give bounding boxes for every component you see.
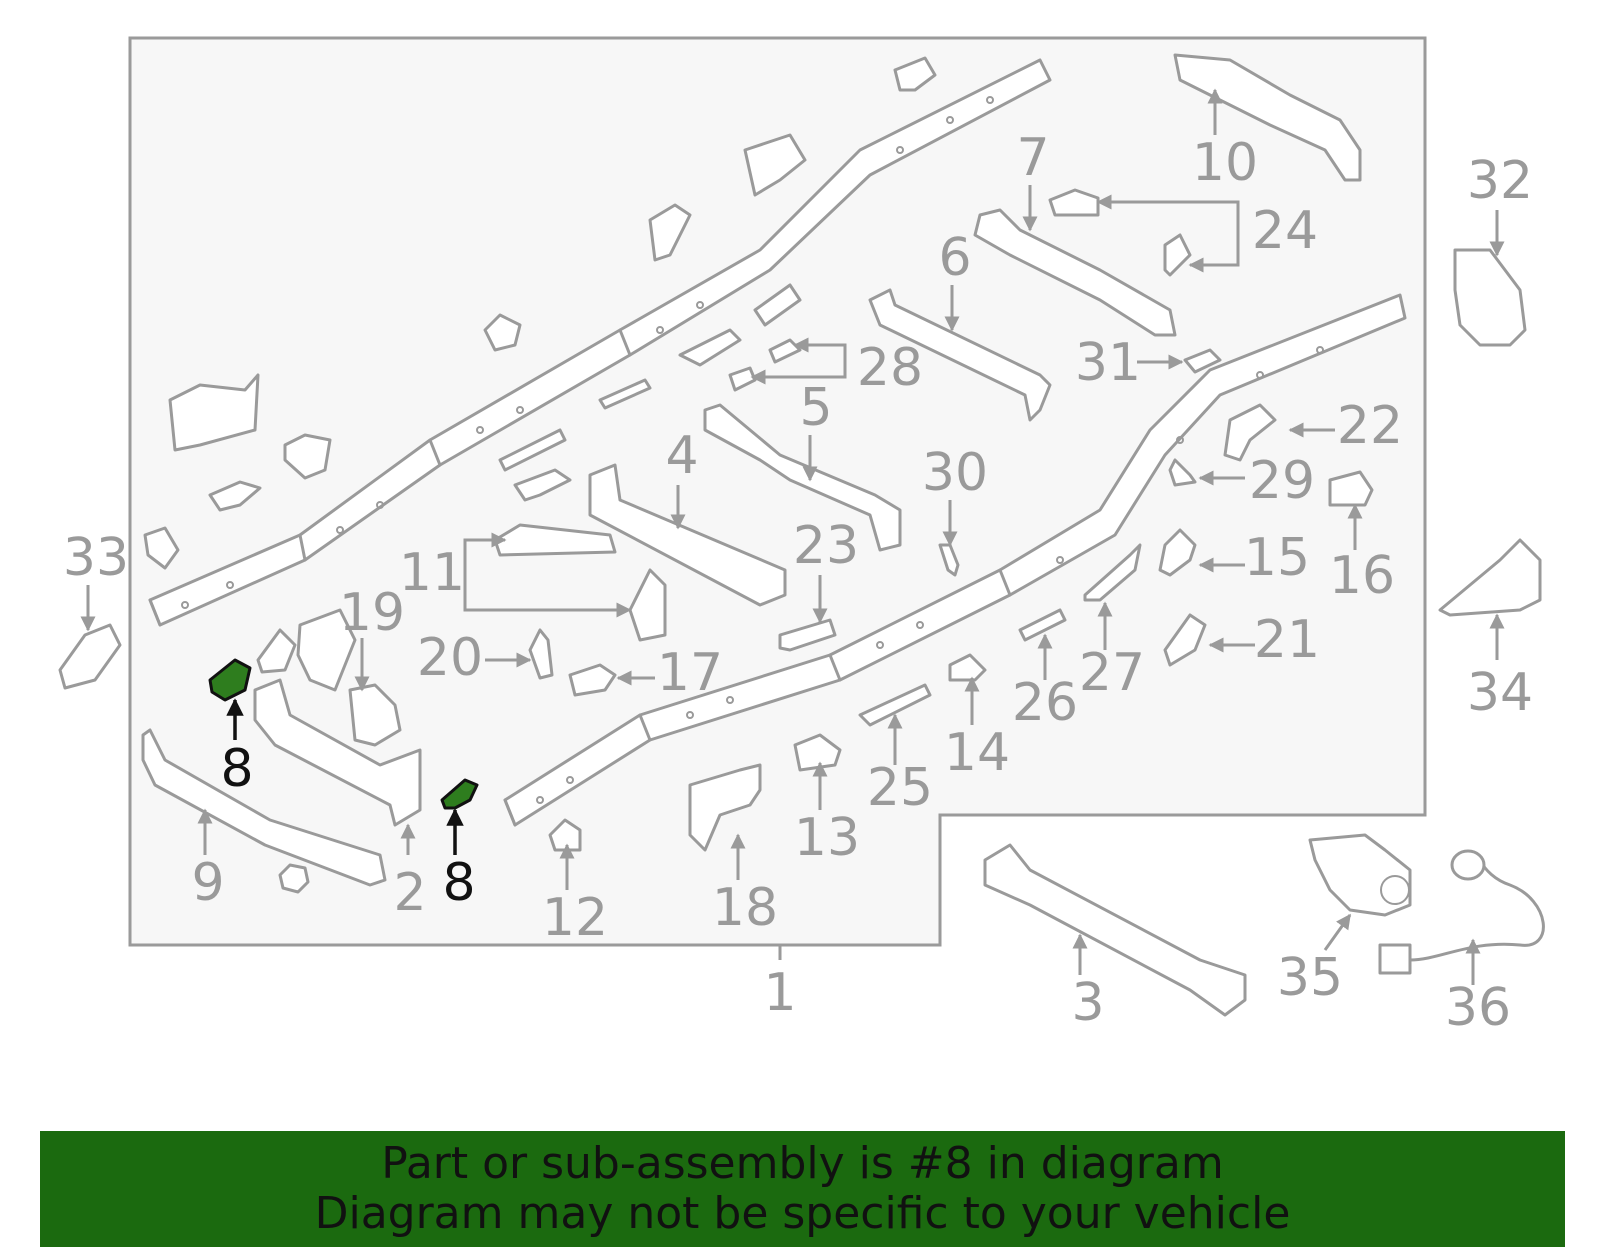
bracket-29[interactable] [1168, 458, 1197, 487]
banner-line-2: Diagram may not be specific to your vehi… [314, 1188, 1291, 1239]
bracket-upper-left-c[interactable] [483, 313, 522, 352]
crossmember-7[interactable] [973, 208, 1177, 337]
bracket-20[interactable] [528, 628, 554, 680]
bracket-upper-left-a[interactable] [168, 373, 260, 452]
callout-8-right: 8 [442, 853, 475, 913]
callout-14: 14 [944, 723, 1010, 783]
callout-20: 20 [417, 628, 483, 688]
bracket-13[interactable] [793, 733, 842, 772]
callout-33: 33 [63, 528, 129, 588]
callout-8-left: 8 [220, 739, 253, 799]
bracket-27[interactable] [1083, 543, 1142, 602]
bracket-upper-left-d[interactable] [648, 203, 692, 262]
bracket-mid-n[interactable] [498, 428, 567, 472]
callout-3: 3 [1071, 973, 1104, 1033]
highlighted-part-8-right[interactable] [440, 778, 479, 810]
callout-17: 17 [657, 643, 723, 703]
callout-34: 34 [1467, 663, 1533, 723]
callout-1: 1 [763, 963, 796, 1023]
callout-28: 28 [857, 338, 923, 398]
callout-23: 23 [793, 516, 859, 576]
bracket-34[interactable] [1438, 538, 1542, 617]
callout-31: 31 [1075, 333, 1141, 393]
crossmember-6[interactable] [868, 288, 1052, 422]
crossmember-3[interactable] [983, 843, 1247, 1017]
bracket-17[interactable] [568, 663, 617, 697]
bracket-19[interactable] [348, 683, 402, 747]
bracket-25[interactable] [858, 683, 932, 727]
bracket-mid-l[interactable] [753, 283, 802, 327]
nut-part[interactable] [278, 863, 310, 894]
bracket-mid-m[interactable] [598, 378, 652, 410]
callout-16: 16 [1329, 546, 1395, 606]
bracket-22[interactable] [1223, 403, 1277, 462]
highlighted-part-8-left[interactable] [208, 658, 252, 702]
crossmember-4[interactable] [588, 463, 787, 607]
bracket-16[interactable] [1328, 470, 1374, 507]
callout-6: 6 [938, 228, 971, 288]
front-crossmember-2[interactable] [253, 678, 422, 827]
bracket-mid-o[interactable] [513, 468, 572, 502]
bracket-left-g[interactable] [143, 526, 180, 570]
callout-30: 30 [922, 443, 988, 503]
callout-18: 18 [712, 878, 778, 938]
assembly-frame-outline [128, 36, 1427, 947]
harness-connector-35[interactable] [1308, 833, 1412, 917]
callout-36: 36 [1445, 978, 1511, 1038]
callout-21: 21 [1254, 610, 1320, 670]
bracket-14[interactable] [948, 653, 987, 682]
callout-27: 27 [1079, 643, 1145, 703]
left-frame-rail[interactable] [148, 58, 1052, 627]
bracket-upper-left-e[interactable] [743, 133, 807, 197]
bracket-31[interactable] [1183, 348, 1222, 374]
part-notice-banner: Part or sub-assembly is #8 in diagram Di… [40, 1131, 1565, 1247]
bracket-upper-left-b[interactable] [283, 433, 332, 480]
bracket-33[interactable] [58, 623, 122, 690]
callout-12: 12 [542, 888, 608, 948]
right-frame-rail[interactable] [503, 293, 1407, 827]
callout-13: 13 [794, 808, 860, 868]
bracket-11-upper[interactable] [493, 523, 617, 557]
front-bumper-reinforcement-9[interactable] [141, 728, 387, 887]
callout-35: 35 [1277, 948, 1343, 1008]
callout-10: 10 [1192, 133, 1258, 193]
bracket-24-lower[interactable] [1163, 233, 1192, 277]
callout-29: 29 [1249, 451, 1315, 511]
callout-24: 24 [1252, 201, 1318, 261]
wire-harness-36[interactable] [1378, 849, 1545, 975]
bracket-26[interactable] [1018, 608, 1067, 642]
bracket-15[interactable] [1158, 528, 1197, 577]
bracket-32[interactable] [1453, 248, 1527, 347]
bracket-21[interactable] [1163, 613, 1207, 667]
bracket-11-lower[interactable] [628, 568, 667, 642]
callout-5: 5 [799, 378, 832, 438]
bracket-left-h[interactable] [208, 480, 262, 512]
bracket-18[interactable] [688, 763, 762, 852]
callout-26: 26 [1012, 673, 1078, 733]
bracket-left-j[interactable] [256, 628, 297, 674]
leader-lines [80, 88, 1505, 985]
callout-15: 15 [1244, 528, 1310, 588]
bracket-mid-k[interactable] [678, 328, 742, 367]
callout-22: 22 [1337, 396, 1403, 456]
callout-9: 9 [191, 853, 224, 913]
callout-25: 25 [867, 758, 933, 818]
callout-19: 19 [339, 583, 405, 643]
bracket-upper-left-f[interactable] [893, 56, 937, 92]
callout-32: 32 [1467, 151, 1533, 211]
bracket-12[interactable] [548, 818, 582, 852]
callout-7: 7 [1016, 128, 1049, 188]
bracket-left-i[interactable] [296, 608, 357, 692]
harness-connector-35-socket [1380, 875, 1410, 905]
callout-4: 4 [665, 426, 698, 486]
banner-line-1: Part or sub-assembly is #8 in diagram [381, 1138, 1224, 1189]
callout-2: 2 [393, 863, 426, 923]
callout-11: 11 [399, 543, 465, 603]
